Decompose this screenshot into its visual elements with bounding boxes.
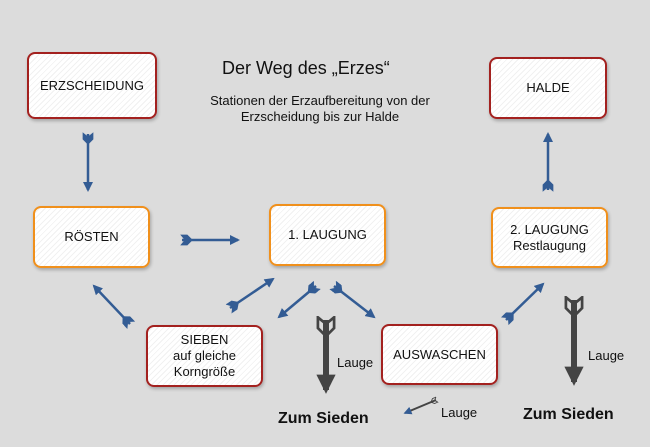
zum-sieden-label-1: Zum Sieden <box>278 410 369 427</box>
station-label: ERZSCHEIDUNG <box>39 77 144 93</box>
station-label: AUSWASCHEN <box>393 346 486 362</box>
subtitle-line-1: Stationen der Erzaufbereitung von der <box>210 93 430 108</box>
arrow-auswaschen-to-laugung2 <box>500 282 545 326</box>
station-halde: HALDE <box>489 57 607 119</box>
subtitle-line-2: Erzscheidung bis zur Halde <box>240 109 400 124</box>
station-label: RÖSTEN <box>64 229 119 244</box>
station-label: 1. LAUGUNG <box>288 227 367 242</box>
station-sublabel: Korngröße <box>173 364 236 379</box>
lauge-label-2: Lauge <box>441 405 478 420</box>
arrow-lauge-small <box>405 400 436 413</box>
station-sublabel: auf gleiche <box>173 348 236 363</box>
station-label: SIEBEN <box>180 332 229 347</box>
page-title: Der Weg des „Erzes“ <box>222 58 390 78</box>
station-laugung1: 1. LAUGUNG <box>269 204 386 266</box>
station-auswaschen: AUSWASCHEN <box>381 324 498 385</box>
lauge-label-1: Lauge <box>337 355 374 370</box>
arrow-laugung1-to-auswaschen <box>329 280 376 319</box>
lauge-label-3: Lauge <box>588 348 625 363</box>
zum-sieden-label-2: Zum Sieden <box>523 406 614 423</box>
subtitle: Stationen der Erzaufbereitung von der Er… <box>190 93 450 125</box>
station-label: HALDE <box>526 80 570 95</box>
station-roesten: RÖSTEN <box>33 206 150 268</box>
station-sieben: SIEBEN auf gleiche Korngröße <box>146 325 263 387</box>
arrow-sieben-to-roesten <box>92 284 136 329</box>
station-label: 2. LAUGUNG <box>510 221 589 237</box>
station-laugung2: 2. LAUGUNG Restlaugung <box>491 207 608 268</box>
arrow-laugung1-to-sieben <box>277 280 321 319</box>
station-erzscheidung: ERZSCHEIDUNG <box>27 52 157 119</box>
station-sublabel: Restlaugung <box>513 237 586 253</box>
arrow-sieben-to-laugung1 <box>225 277 275 314</box>
